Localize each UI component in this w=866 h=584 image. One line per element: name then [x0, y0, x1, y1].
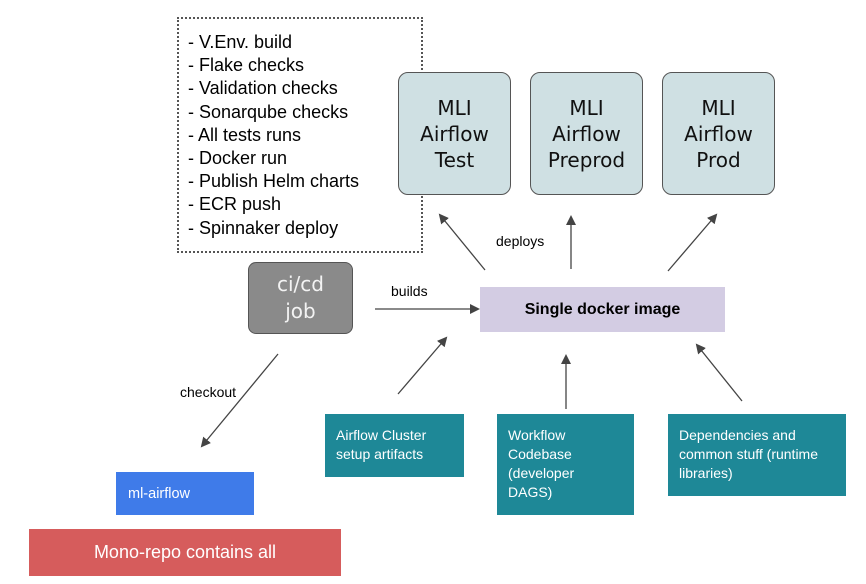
- checklist-item: - V.Env. build: [188, 32, 293, 52]
- cicd-job-box: ci/cd job: [248, 262, 353, 334]
- checklist-item: - All tests runs: [188, 124, 302, 145]
- checklist-item: - Publish Helm charts: [188, 171, 360, 192]
- monorepo-box: Mono-repo contains all: [29, 529, 341, 576]
- env-box-preprod: MLI Airflow Preprod: [530, 72, 643, 195]
- source-box-airflow-cluster: Airflow Cluster setup artifacts: [325, 414, 464, 477]
- ci-steps-checklist: - V.Env. build - Flake checks - Validati…: [177, 17, 423, 253]
- docker-image-label: Single docker image: [524, 300, 681, 318]
- source-box-dependencies: Dependencies and common stuff (runtime l…: [668, 414, 846, 496]
- ml-airflow-label: ml-airflow: [128, 485, 191, 502]
- env-line: Airflow: [552, 121, 621, 146]
- checkout-label: checkout: [180, 384, 237, 400]
- docker-image-box: Single docker image: [480, 287, 725, 332]
- source-label: Airflow Cluster setup artifacts: [336, 427, 427, 462]
- checklist-item: - Sonarqube checks: [188, 101, 349, 122]
- env-line: Prod: [696, 147, 741, 172]
- env-box-test: MLI Airflow Test: [398, 72, 511, 195]
- monorepo-label: Mono-repo contains all: [93, 542, 277, 562]
- source-box-workflow-codebase: Workflow Codebase (developer DAGS): [497, 414, 634, 515]
- arrow-deploy-test: [438, 213, 486, 271]
- cicd-line: ci/cd: [277, 272, 324, 296]
- ml-airflow-box: ml-airflow: [116, 472, 254, 515]
- checklist-item: - Flake checks: [188, 55, 305, 76]
- env-line: MLI: [437, 95, 472, 120]
- env-line: Preprod: [547, 147, 626, 172]
- arrow-cluster-to-image: [397, 336, 448, 395]
- env-line: Airflow: [684, 121, 753, 146]
- arrow-deploy-prod: [667, 213, 718, 272]
- arrow-checkout: [200, 353, 279, 448]
- checklist-item: - Docker run: [188, 148, 288, 169]
- checklist-item: - Spinnaker deploy: [188, 217, 339, 238]
- checklist-item: - Validation checks: [188, 78, 338, 99]
- checklist-item: - ECR push: [188, 194, 282, 215]
- cicd-line: job: [285, 299, 316, 323]
- env-box-prod: MLI Airflow Prod: [662, 72, 775, 195]
- source-label: Dependencies and common stuff (runtime l…: [679, 427, 819, 481]
- env-line: MLI: [569, 95, 604, 120]
- builds-label: builds: [391, 283, 428, 299]
- deploys-label: deploys: [496, 233, 545, 249]
- env-line: MLI: [701, 95, 736, 120]
- source-label: Workflow Codebase (developer DAGS): [508, 427, 575, 500]
- env-line: Airflow: [420, 121, 489, 146]
- env-line: Test: [434, 147, 475, 172]
- arrow-deps-to-image: [695, 343, 743, 402]
